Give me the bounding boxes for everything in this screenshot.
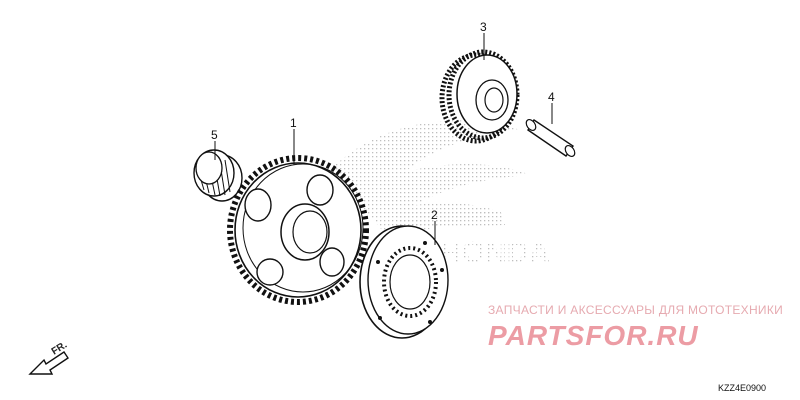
callout-4: 4 — [548, 90, 555, 104]
diagram-code: KZZ4E0900 — [718, 383, 766, 393]
callout-5: 5 — [211, 128, 218, 142]
callout-3: 3 — [480, 20, 487, 34]
starter-reduction-gear — [439, 49, 520, 144]
front-direction-arrow-icon — [28, 351, 69, 375]
one-way-clutch — [359, 225, 449, 339]
callout-2: 2 — [431, 208, 438, 222]
reduction-gear-shaft — [525, 118, 576, 158]
leader-lines — [214, 33, 553, 245]
needle-bearing — [193, 149, 243, 202]
svg-text:HONDA: HONDA — [440, 236, 550, 269]
callout-1: 1 — [290, 116, 297, 130]
background-wing-emblem: HONDA — [330, 120, 550, 269]
starter-driven-gear — [227, 155, 369, 305]
watermark-logo: PARTSFOR.RU — [488, 320, 699, 351]
watermark-caption: ЗАПЧАСТИ И АКСЕССУАРЫ ДЛЯ МОТОТЕХНИКИ — [488, 303, 784, 317]
